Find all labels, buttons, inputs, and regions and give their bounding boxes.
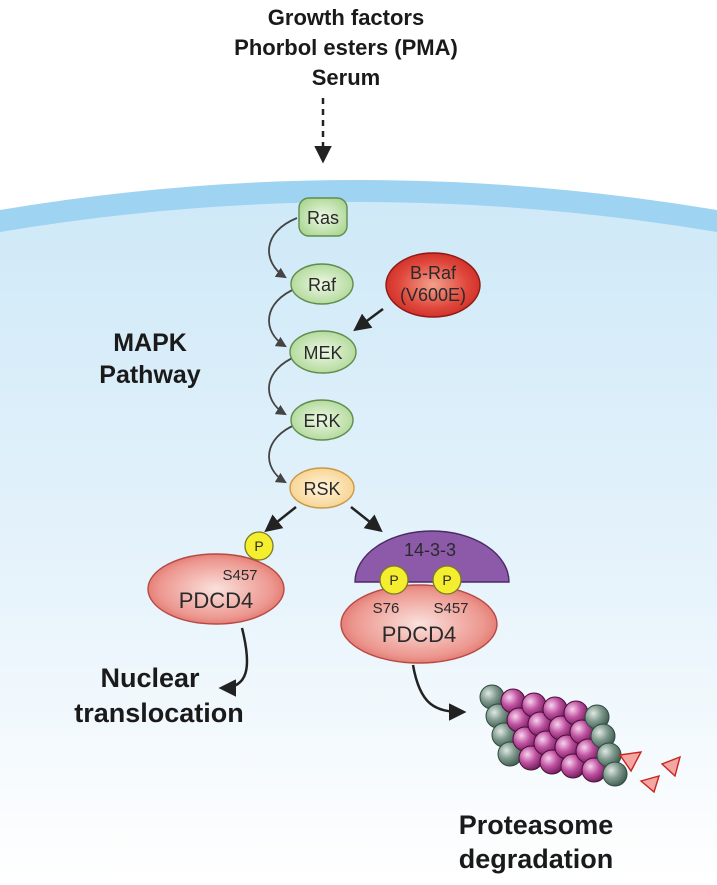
stimuli-label: Growth factors Phorbol esters (PMA) Seru… <box>234 5 458 90</box>
outcome-nuclear-line2: translocation <box>74 698 244 728</box>
degradation-fragments <box>618 751 682 794</box>
left-pdcd4-complex: S457 PDCD4 P <box>147 531 285 625</box>
right-pdcd4-label: PDCD4 <box>382 622 457 647</box>
node-raf: Raf <box>290 263 354 305</box>
left-pdcd4-label: PDCD4 <box>179 588 254 613</box>
adaptor-14-3-3-label: 14-3-3 <box>404 540 456 560</box>
proteasome-cap-subunit <box>602 761 628 787</box>
arrow-ras-to-raf <box>268 217 298 279</box>
left-pdcd4-protein <box>147 553 285 625</box>
stimulus-serum: Serum <box>312 65 380 90</box>
arrow-rsk-to-right-pdcd4 <box>350 506 383 533</box>
left-phospho-marker <box>244 531 274 561</box>
arrow-to-proteasome <box>411 664 467 721</box>
node-braf-v600e: B-Raf (V600E) <box>385 252 481 318</box>
pathway-label-line1: MAPK <box>113 329 187 357</box>
arrow-erk-to-rsk <box>268 423 298 484</box>
outcome-proteasome-line1: Proteasome <box>459 810 614 840</box>
node-rsk-label: RSK <box>303 479 340 499</box>
right-site-s76: S76 <box>373 600 400 617</box>
arrow-rsk-to-left-pdcd4 <box>264 506 297 533</box>
outcome-proteasome-line2: degradation <box>459 844 614 874</box>
node-braf-label-line2: (V600E) <box>400 285 466 305</box>
right-pdcd4-protein <box>340 584 498 664</box>
arrow-raf-to-mek <box>268 287 298 348</box>
nuclear-translocation-outcome: Nuclear translocation <box>74 663 244 728</box>
right-phospho-label-s457: P <box>442 572 451 588</box>
right-pdcd4-complex: 14-3-3 P P S76 S457 PDCD4 <box>340 530 510 664</box>
node-ras: Ras <box>298 197 348 237</box>
proteasome <box>479 684 628 787</box>
right-phospho-label-s76: P <box>389 572 398 588</box>
left-phospho-label: P <box>254 538 263 554</box>
stimulus-growth-factors: Growth factors <box>268 5 424 30</box>
node-erk-label: ERK <box>303 411 340 431</box>
right-phospho-marker-s76 <box>379 565 409 595</box>
stimulus-phorbol-esters: Phorbol esters (PMA) <box>234 35 458 60</box>
arrow-to-nuclear-translocation <box>218 627 249 697</box>
node-raf-label: Raf <box>308 275 337 295</box>
node-rsk: RSK <box>289 467 355 509</box>
node-braf-label-line1: B-Raf <box>410 263 457 283</box>
outcome-nuclear-line1: Nuclear <box>100 663 200 693</box>
proteasome-degradation-outcome: Proteasome degradation <box>459 810 614 874</box>
arrow-braf-to-mek <box>353 307 384 332</box>
node-erk: ERK <box>290 399 354 441</box>
left-site-s457: S457 <box>222 567 257 584</box>
right-site-s457: S457 <box>433 600 468 617</box>
pathway-label-line2: Pathway <box>99 361 201 389</box>
node-mek: MEK <box>289 330 357 374</box>
right-phospho-marker-s457 <box>432 565 462 595</box>
node-ras-label: Ras <box>307 208 339 228</box>
fragment-triangle-3 <box>639 774 661 794</box>
pathway-label: MAPK Pathway <box>99 329 201 389</box>
arrow-mek-to-erk <box>268 355 298 416</box>
fragment-triangle-2 <box>660 755 682 778</box>
node-mek-label: MEK <box>303 343 342 363</box>
fragment-triangle-1 <box>618 751 643 773</box>
